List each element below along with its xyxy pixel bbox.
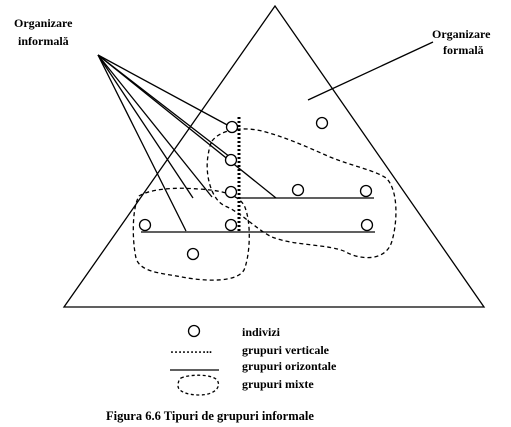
individuals <box>138 116 374 261</box>
informal-pointer-line-1 <box>97 54 232 128</box>
legend: indivizi ……….. grupuri verticale grupuri… <box>170 324 337 396</box>
individual-circle <box>138 218 152 232</box>
informal-label-line1: Organizare <box>14 16 73 30</box>
legend-horizontal-label: grupuri orizontale <box>242 359 337 373</box>
informal-label-line2: informală <box>18 34 69 48</box>
mixed-group-outline-left <box>132 187 250 281</box>
individual-circle <box>291 183 305 197</box>
legend-vertical-label: grupuri verticale <box>242 343 330 357</box>
legend-individual-symbol <box>187 324 201 338</box>
individual-circle <box>224 218 238 232</box>
informal-pointer-line-5 <box>97 54 194 199</box>
individual-circle <box>224 185 238 199</box>
informal-pointer-lines <box>97 54 277 232</box>
informal-pointer-line-6 <box>97 54 187 232</box>
figure-caption: Figura 6.6 Tipuri de grupuri informale <box>106 409 314 423</box>
formal-pointer-line <box>307 41 434 101</box>
informal-pointer-line-3 <box>97 54 277 199</box>
formal-label-line2: formală <box>443 43 484 57</box>
organization-triangle <box>62 4 486 308</box>
legend-mixed-label: grupuri mixte <box>242 377 314 391</box>
individual-circle <box>360 218 374 232</box>
individual-circle <box>315 116 329 130</box>
mixed-group-outline-right <box>206 128 397 259</box>
legend-mixed-symbol <box>177 374 220 396</box>
legend-vertical-symbol: ……….. <box>170 342 212 356</box>
individual-circle <box>224 153 238 167</box>
legend-individuals-label: indivizi <box>242 325 281 339</box>
individual-circle <box>225 120 239 134</box>
informal-pointer-line-4 <box>97 54 213 198</box>
individual-circle <box>359 184 373 198</box>
individual-circle <box>186 247 200 261</box>
formal-label-line1: Organizare <box>432 27 491 41</box>
